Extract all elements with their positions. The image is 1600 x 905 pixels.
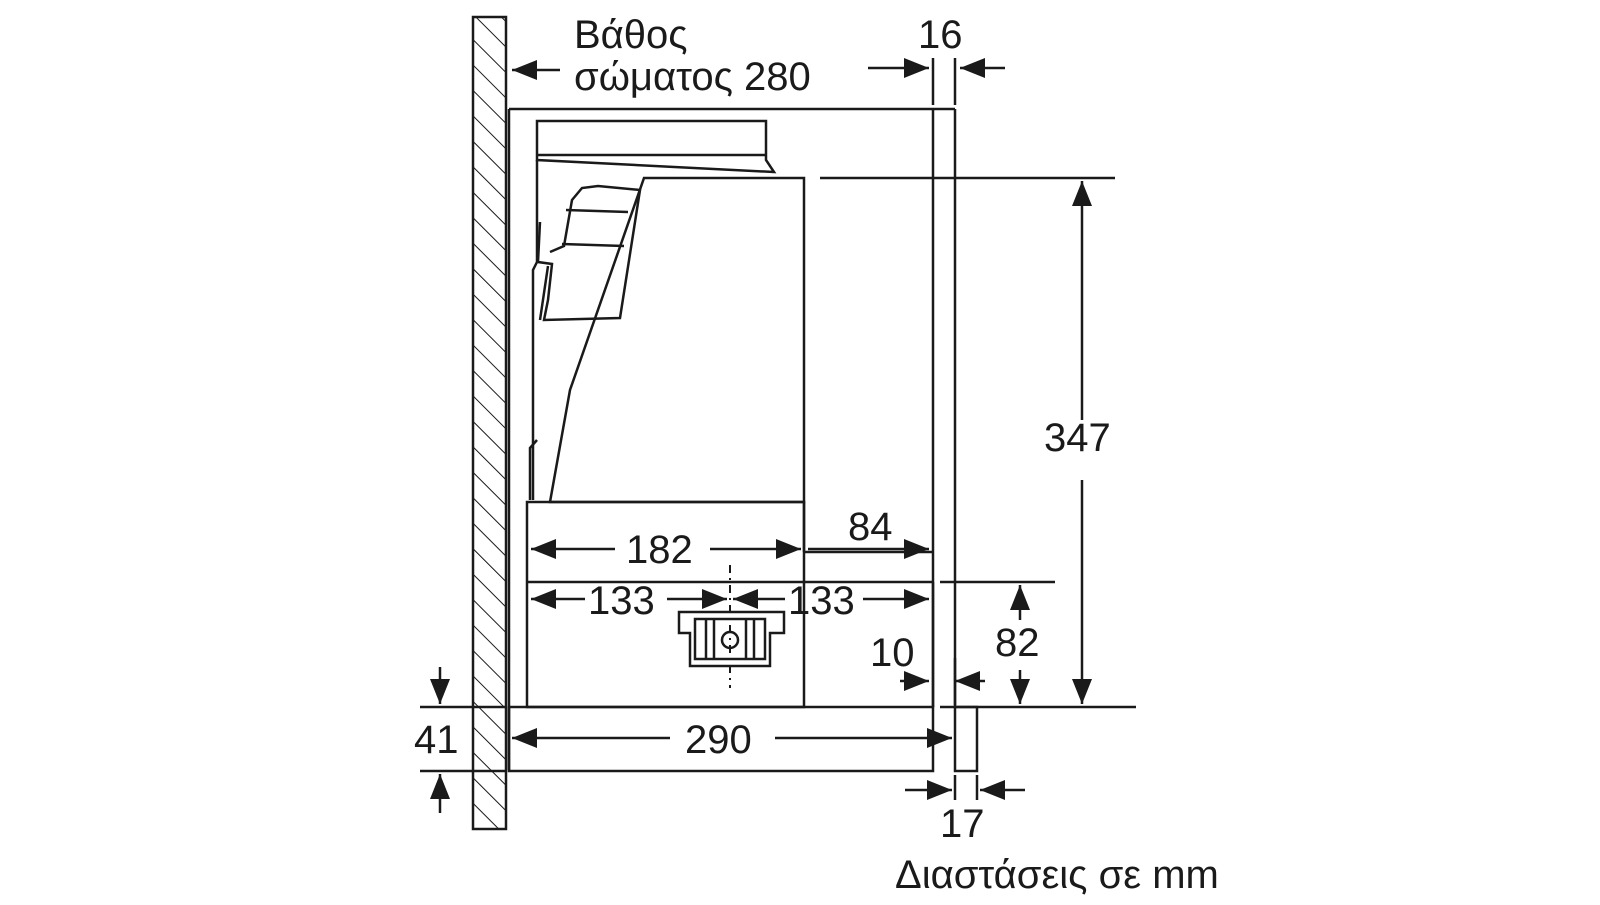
dimension-lines <box>420 58 1136 813</box>
dimension-41-label: 41 <box>414 718 459 762</box>
hood-body <box>507 119 979 773</box>
body-depth-label-line1: Βάθος <box>574 13 688 57</box>
dimension-16-label: 16 <box>918 13 963 57</box>
dimension-82-label: 82 <box>995 621 1040 665</box>
dimension-133-right-label: 133 <box>788 579 855 623</box>
cabinet-outline <box>507 107 957 770</box>
units-caption: Διαστάσεις σε mm <box>895 853 1219 897</box>
dimension-84-label: 84 <box>848 505 893 549</box>
dimension-133-left-label: 133 <box>588 579 655 623</box>
wall <box>471 15 508 831</box>
body-depth-label-line2: σώματος 280 <box>574 55 811 99</box>
dimension-10-label: 10 <box>870 631 915 675</box>
dimension-347-label: 347 <box>1044 416 1111 460</box>
dimension-labels: Βάθος σώματος 280 16 347 84 182 133 133 … <box>414 13 1219 897</box>
dimension-182-label: 182 <box>626 528 693 572</box>
dimension-17-label: 17 <box>940 802 985 846</box>
dimension-290-label: 290 <box>685 718 752 762</box>
